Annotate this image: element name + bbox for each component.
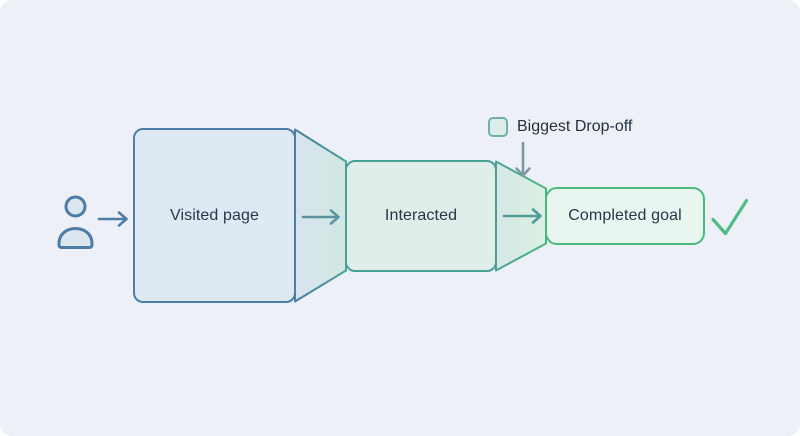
arrow-right-icon-entry [97,211,128,227]
stage-visited-page: Visited page [133,128,296,303]
drop-off-marker-icon [488,117,508,137]
stage-interacted: Interacted [345,160,497,272]
drop-off-legend: Biggest Drop-off [488,117,632,137]
stage-visited-page-label: Visited page [170,206,259,224]
stage-completed-goal: Completed goal [545,187,705,245]
checkmark-icon [711,198,749,236]
arrow-right-icon-transition-1 [301,209,340,225]
person-icon [57,195,94,249]
arrow-right-icon-transition-2 [502,208,542,224]
drop-off-legend-label: Biggest Drop-off [517,118,633,135]
arrow-down-icon-drop-off [515,141,531,177]
stage-interacted-label: Interacted [384,207,458,224]
stage-completed-goal-label: Completed goal [568,207,682,224]
